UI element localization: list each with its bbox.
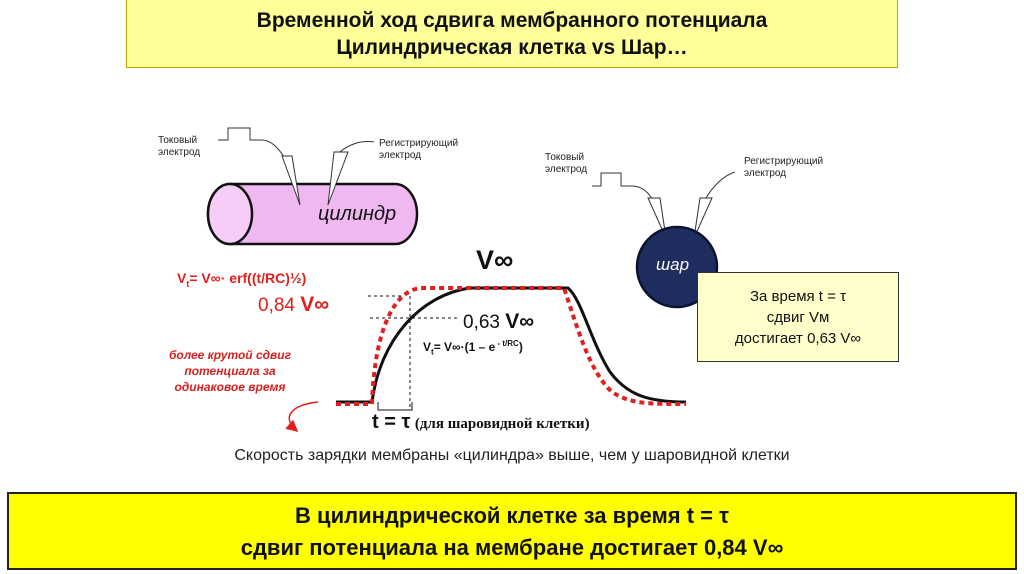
cylinder-shape: [206, 182, 419, 246]
sphere-recording-electrode-label: Регистрирующий электрод: [744, 156, 824, 179]
cylinder-recording-electrode-label: Регистрирующий электрод: [379, 138, 459, 161]
v-inf-label: V∞: [476, 245, 514, 275]
info-line2: сдвиг Vм: [766, 309, 830, 326]
sphere-current-electrode: [592, 172, 667, 239]
cylinder-current-electrode-label: Токовый электрод: [158, 135, 201, 158]
sphere-recording-electrode: [693, 171, 736, 239]
level-084-label: 0,84 V∞: [258, 293, 330, 316]
caption: Скорость зарядки мембраны «цилиндра» выш…: [234, 447, 790, 464]
info-line1: За время t = τ: [749, 288, 846, 305]
steeper-annotation: более крутой сдвиг потенциала за одинако…: [168, 348, 292, 394]
erf-formula: Vt= V∞· erf((t/RC)½): [177, 270, 307, 289]
conclusion-line2: сдвиг потенциала на мембране достигает 0…: [240, 535, 784, 560]
cylinder-label: цилиндр: [318, 203, 397, 225]
title-line1: Временной ход сдвига мембранного потенци…: [256, 9, 768, 32]
cylinder-recording-electrode: [327, 141, 375, 206]
conclusion-box: В цилиндрической клетке за время t = τ с…: [7, 492, 1017, 570]
t-eq-tau-label: t = τ (для шаровидной клетки): [372, 411, 590, 433]
graph: [285, 286, 687, 432]
exp-formula: Vt= V∞·(1 – e - t/RC): [423, 339, 523, 357]
cylinder-current-electrode: [218, 127, 301, 206]
title-box: Временной ход сдвига мембранного потенци…: [126, 0, 898, 68]
sphere-current-electrode-label: Токовый электрод: [545, 152, 588, 175]
title-line2: Цилиндрическая клетка vs Шар…: [336, 36, 688, 59]
sphere-info-box: За время t = τ сдвиг Vм достигает 0,63 V…: [697, 272, 899, 362]
info-line3: достигает 0,63 V∞: [734, 330, 862, 347]
sphere-label: шар: [656, 255, 690, 274]
conclusion-line1: В цилиндрической клетке за время t = τ: [295, 503, 729, 528]
level-063-label: 0,63 V∞: [463, 310, 535, 333]
